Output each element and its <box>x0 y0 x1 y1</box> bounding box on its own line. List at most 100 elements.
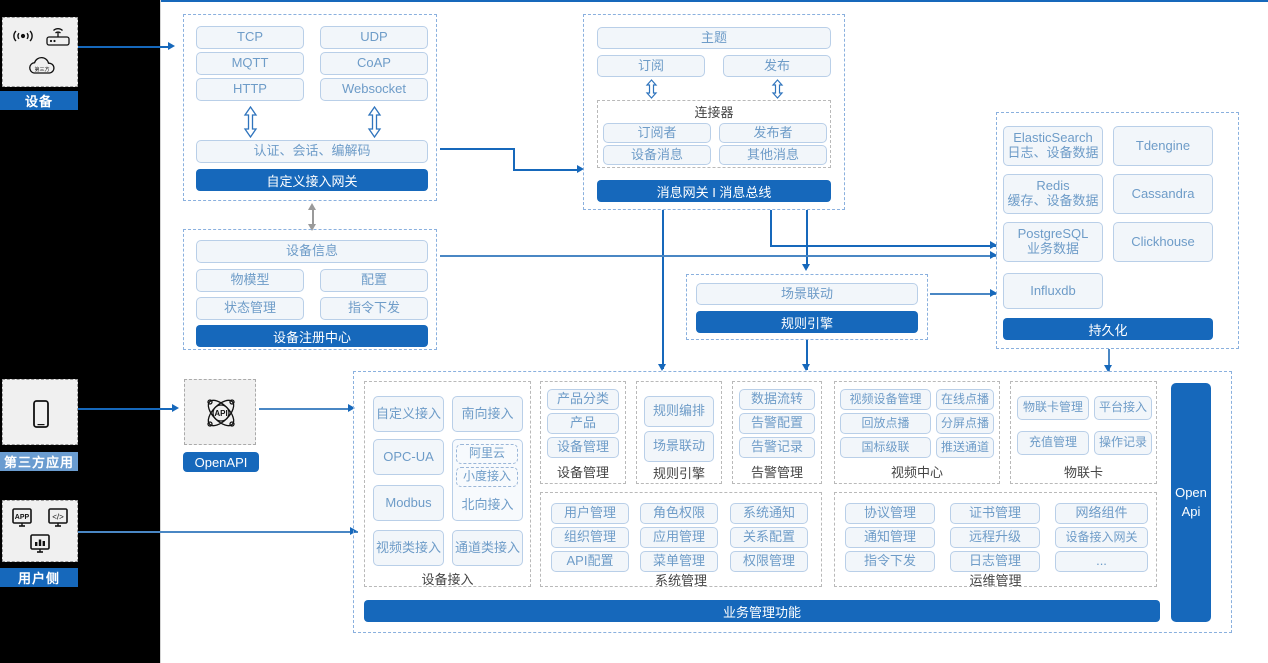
system-mgmt-group <box>540 492 822 587</box>
rule-chip-scene[interactable]: 场景联动 <box>644 431 714 462</box>
access-chip-custom[interactable]: 自定义接入 <box>373 396 444 432</box>
ops-chip-remote-upgrade[interactable]: 远程升级 <box>950 527 1040 548</box>
video-chip-online-vod[interactable]: 在线点播 <box>936 389 994 410</box>
iot-chip-platform-access[interactable]: 平台接入 <box>1094 396 1152 420</box>
device-mgmt-group <box>540 381 626 484</box>
access-chip-channel[interactable]: 通道类接入 <box>452 530 523 566</box>
publish-chip[interactable]: 发布 <box>723 55 831 77</box>
ops-mgmt-caption: 运维管理 <box>969 572 1022 588</box>
bus-right-double-arrow-icon <box>769 79 785 99</box>
devmgmt-chip-product-category[interactable]: 产品分类 <box>547 389 619 410</box>
connector-chip-other-msg[interactable]: 其他消息 <box>719 145 827 165</box>
sys-chip-relation-config[interactable]: 关系配置 <box>730 527 808 548</box>
ops-chip-label: 指令下发 <box>863 553 916 569</box>
video-chip-gb-cascade[interactable]: 国标级联 <box>840 437 931 458</box>
access-chip-xiaodu[interactable]: 小度接入 <box>456 467 518 487</box>
rule-to-business-arrow <box>802 364 810 371</box>
iot-chip-operation-log[interactable]: 操作记录 <box>1094 431 1152 455</box>
gateway-codec-chip[interactable]: 认证、会话、编解码 <box>196 140 428 163</box>
ops-chip-log-mgmt[interactable]: 日志管理 <box>950 551 1040 572</box>
rule-chip-orchestration[interactable]: 规则编排 <box>644 396 714 427</box>
access-chip-label: 小度接入 <box>462 469 511 484</box>
ops-chip-more[interactable]: ... <box>1055 551 1148 572</box>
access-chip-aliyun[interactable]: 阿里云 <box>456 444 518 464</box>
store-chip-text: Tdengine <box>1135 137 1191 153</box>
sys-chip-user-mgmt[interactable]: 用户管理 <box>551 503 629 524</box>
registry-chip-config[interactable]: 配置 <box>320 269 428 292</box>
ops-mgmt-group <box>834 492 1157 587</box>
iot-chip-card-mgmt[interactable]: 物联卡管理 <box>1017 396 1089 420</box>
sys-chip-perm-mgmt[interactable]: 权限管理 <box>730 551 808 572</box>
rule-engine-scene-chip[interactable]: 场景联动 <box>696 283 918 305</box>
ops-chip-protocol-mgmt[interactable]: 协议管理 <box>845 503 935 524</box>
sys-chip-app-mgmt[interactable]: 应用管理 <box>640 527 718 548</box>
alarm-chip-label: 数据流转 <box>750 391 803 407</box>
protocol-chip-mqtt[interactable]: MQTT <box>196 52 304 75</box>
registry-chip-thing-model[interactable]: 物模型 <box>196 269 304 292</box>
sys-chip-system-notify[interactable]: 系统通知 <box>730 503 808 524</box>
access-chip-opcua[interactable]: OPC-UA <box>373 439 444 475</box>
topic-chip[interactable]: 主题 <box>597 27 831 49</box>
connector-chip-label: 发布者 <box>753 124 793 140</box>
message-bus-banner-label: 消息网关 I 消息总线 <box>656 184 772 200</box>
connector-chip-publisher[interactable]: 发布者 <box>719 123 827 143</box>
video-chip-device-mgmt[interactable]: 视频设备管理 <box>840 389 931 410</box>
protocol-chip-tcp[interactable]: TCP <box>196 26 304 49</box>
user-side-actor-text: 用户侧 <box>17 571 60 586</box>
ops-chip-cert-mgmt[interactable]: 证书管理 <box>950 503 1040 524</box>
devmgmt-chip-product[interactable]: 产品 <box>547 413 619 434</box>
ops-chip-notify-mgmt[interactable]: 通知管理 <box>845 527 935 548</box>
third-party-icon-box <box>2 379 78 445</box>
store-chip-influxdb[interactable]: Influxdb <box>1003 273 1103 309</box>
iot-chip-label: 物联卡管理 <box>1022 400 1083 415</box>
registry-group <box>183 229 437 350</box>
ops-chip-device-gateway[interactable]: 设备接入网关 <box>1055 527 1148 548</box>
protocol-chip-coap[interactable]: CoAP <box>320 52 428 75</box>
store-chip-cassandra[interactable]: Cassandra <box>1113 174 1213 214</box>
subscribe-chip[interactable]: 订阅 <box>597 55 705 77</box>
connector-chip-device-msg[interactable]: 设备消息 <box>603 145 711 165</box>
iot-chip-label: 操作记录 <box>1098 435 1147 450</box>
protocol-chip-udp[interactable]: UDP <box>320 26 428 49</box>
protocol-chip-http[interactable]: HTTP <box>196 78 304 101</box>
gateway-registry-link <box>312 207 314 227</box>
store-chip-tdengine[interactable]: Tdengine <box>1113 126 1213 166</box>
devmgmt-chip-device-mgmt[interactable]: 设备管理 <box>547 437 619 458</box>
alarm-chip-records[interactable]: 告警记录 <box>739 437 815 458</box>
alarm-chip-label: 告警配置 <box>750 415 803 431</box>
ops-chip-command-issue[interactable]: 指令下发 <box>845 551 935 572</box>
access-chip-southbound[interactable]: 南向接入 <box>452 396 523 432</box>
third-party-actor-text: 第三方应用 <box>3 455 74 470</box>
sys-chip-role-perm[interactable]: 角色权限 <box>640 503 718 524</box>
connector-chip-subscriber[interactable]: 订阅者 <box>603 123 711 143</box>
ops-chip-network-component[interactable]: 网络组件 <box>1055 503 1148 524</box>
video-chip-label: 推送通道 <box>940 439 989 454</box>
store-chip-clickhouse[interactable]: Clickhouse <box>1113 222 1213 262</box>
iot-chip-recharge[interactable]: 充值管理 <box>1017 431 1089 455</box>
access-chip-video[interactable]: 视频类接入 <box>373 530 444 566</box>
video-chip-playback[interactable]: 回放点播 <box>840 413 931 434</box>
registry-info-chip[interactable]: 设备信息 <box>196 240 428 263</box>
protocol-chip-label: UDP <box>360 29 388 45</box>
rule-engine-banner: 规则引擎 <box>696 311 918 333</box>
registry-chip-command[interactable]: 指令下发 <box>320 297 428 320</box>
registry-to-persistence-line <box>440 255 996 257</box>
alarm-chip-data-flow[interactable]: 数据流转 <box>739 389 815 410</box>
video-chip-split-screen[interactable]: 分屏点播 <box>936 413 994 434</box>
registry-chip-state[interactable]: 状态管理 <box>196 297 304 320</box>
iot-card-caption: 物联卡 <box>1063 464 1103 480</box>
connector-userside-to-business <box>78 531 358 533</box>
access-chip-modbus[interactable]: Modbus <box>373 485 444 521</box>
open-api-vertical-label: Open Api <box>1175 484 1207 519</box>
rule-to-business-line <box>806 340 808 370</box>
sys-chip-api-config[interactable]: API配置 <box>551 551 629 572</box>
sys-chip-org-mgmt[interactable]: 组织管理 <box>551 527 629 548</box>
registry-banner: 设备注册中心 <box>196 325 428 347</box>
sys-chip-menu-mgmt[interactable]: 菜单管理 <box>640 551 718 572</box>
video-chip-push-channel[interactable]: 推送通道 <box>936 437 994 458</box>
alarm-chip-config[interactable]: 告警配置 <box>739 413 815 434</box>
protocol-chip-websocket[interactable]: Websocket <box>320 78 428 101</box>
